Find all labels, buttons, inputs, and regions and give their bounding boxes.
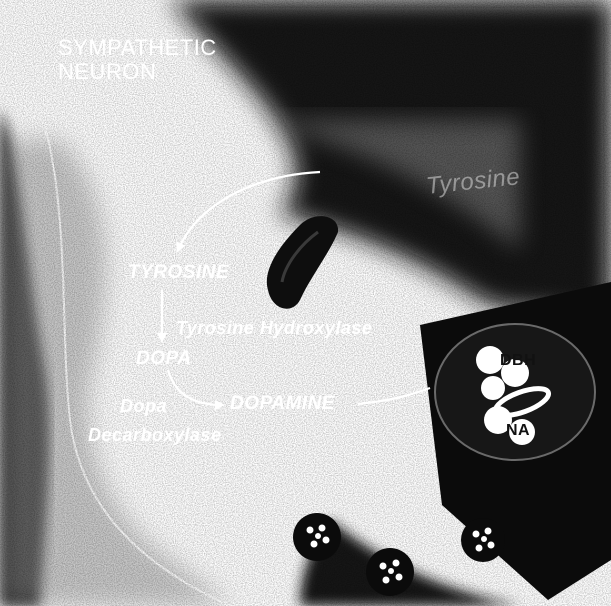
- label-dopa: DOPA: [136, 348, 191, 370]
- label-dopamine: DOPAMINE: [230, 393, 335, 415]
- vesicle-3: [461, 518, 505, 562]
- label-tyrosine: TYROSINE: [128, 262, 229, 284]
- title-line-2: NEURON: [58, 60, 217, 84]
- vesicle-2: [366, 548, 414, 596]
- title-line-1: SYMPATHETIC: [58, 36, 217, 60]
- label-na: NA: [506, 422, 530, 440]
- label-tyrosine-hydroxylase: Tyrosine Hydroxylase: [176, 318, 372, 339]
- neuron-title: SYMPATHETIC NEURON: [58, 36, 217, 84]
- label-dbh: DBH: [500, 352, 536, 370]
- label-dopa-decarboxylase-line2: Decarboxylase: [88, 425, 222, 446]
- label-dopa-decarboxylase-line1: Dopa: [120, 396, 167, 417]
- vesicle-1: [293, 513, 341, 561]
